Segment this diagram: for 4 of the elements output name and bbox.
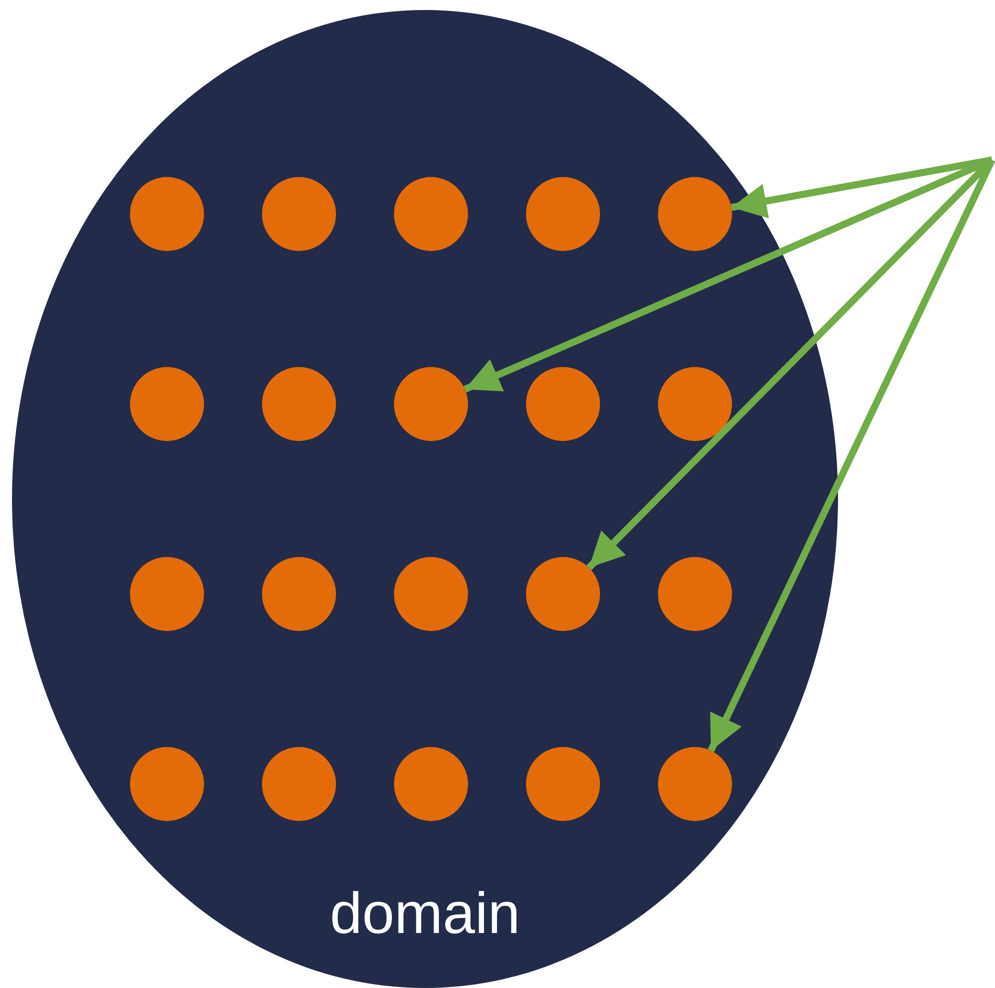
arrow — [464, 156, 994, 392]
arrow — [708, 158, 995, 752]
arrow — [730, 156, 993, 218]
ellipse-label: domain — [330, 885, 520, 943]
